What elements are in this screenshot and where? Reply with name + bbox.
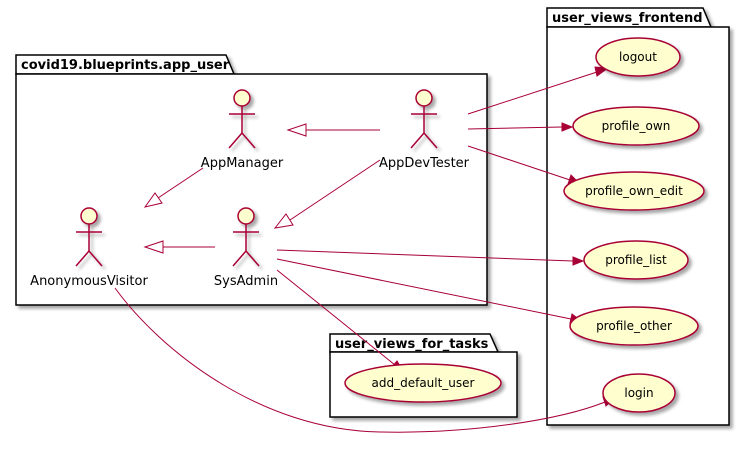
use-case-login-label: login [624, 386, 653, 400]
generalization-devtester-to-manager [286, 123, 380, 137]
package-app-user [15, 54, 488, 306]
use-case-profile-own-edit: profile_own_edit [563, 171, 705, 211]
package-tasks-title: user_views_for_tasks [335, 337, 489, 352]
package-frontend [546, 7, 730, 426]
use-case-login: login [602, 373, 676, 413]
actor-app-manager-label: AppManager [201, 156, 284, 171]
use-case-profile-other-label: profile_other [596, 319, 672, 333]
use-case-profile-list-label: profile_list [605, 253, 667, 267]
use-case-logout: logout [595, 37, 681, 77]
actor-anonymous-visitor-label: AnonymousVisitor [30, 274, 148, 289]
use-case-profile-own-label: profile_own [602, 119, 671, 133]
use-case-profile-list: profile_list [583, 240, 689, 280]
generalization-manager-to-visitor [143, 167, 204, 208]
use-case-add-default-user: add_default_user [344, 363, 502, 403]
association-devtester-profile-own [467, 122, 574, 132]
use-case-profile-own: profile_own [572, 106, 700, 146]
actor-sys-admin-label: SysAdmin [214, 274, 278, 289]
actor-anonymous-visitor [75, 207, 103, 267]
generalization-devtester-to-sysadmin [273, 159, 381, 229]
actor-sys-admin [232, 207, 260, 267]
package-frontend-title: user_views_frontend [552, 11, 703, 26]
actor-app-dev-tester-label: AppDevTester [379, 156, 470, 171]
use-case-logout-label: logout [619, 50, 657, 64]
use-case-add-default-user-label: add_default_user [372, 376, 475, 390]
actor-app-dev-tester [410, 89, 438, 149]
use-case-profile-own-edit-label: profile_own_edit [585, 184, 683, 198]
package-app-user-title: covid19.blueprints.app_user [21, 58, 230, 73]
generalization-sysadmin-to-visitor [143, 240, 215, 254]
association-sysadmin-profile-list [276, 249, 585, 266]
use-case-profile-other: profile_other [569, 306, 699, 346]
actor-app-manager [228, 89, 256, 149]
